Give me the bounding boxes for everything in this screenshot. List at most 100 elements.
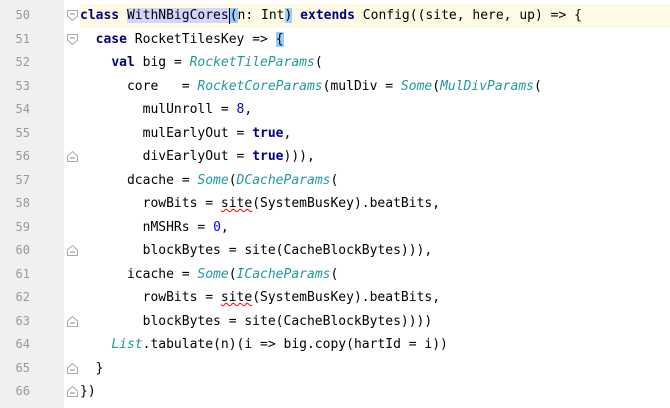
code-token: { (275, 31, 284, 47)
line-number: 63 (15, 313, 30, 328)
code-token: extends (300, 8, 363, 23)
code-area[interactable]: class WithNBigCores(n: Int) extends Conf… (80, 0, 670, 408)
code-line[interactable]: blockBytes = site(CacheBlockBytes))), (80, 239, 670, 263)
fold-close-icon[interactable] (67, 245, 78, 256)
code-token: mulEarlyOut = (80, 125, 253, 141)
code-token: } (80, 360, 104, 376)
text-caret (228, 7, 230, 24)
code-token: case (95, 31, 135, 47)
code-token: List (111, 337, 143, 352)
code-token: 0 (213, 219, 221, 235)
code-token: ( (330, 266, 339, 282)
line-number: 57 (15, 172, 30, 187)
code-token: DCacheParams (236, 172, 331, 188)
code-token: RocketTilesKey => (134, 31, 276, 47)
code-token: (SystemBusKey).beatBits, (252, 290, 441, 305)
code-token: RocketCoreParams (197, 78, 323, 94)
code-token (80, 32, 96, 47)
code-token: ) (284, 8, 293, 23)
fold-open-icon[interactable] (67, 33, 78, 45)
code-token: ( (533, 78, 542, 94)
line-number: 58 (15, 196, 30, 210)
code-line[interactable]: nMSHRs = 0, (80, 216, 670, 240)
line-number-gutter (0, 0, 64, 408)
code-token: ))), (283, 149, 315, 164)
code-line[interactable]: divEarlyOut = true))), (80, 145, 670, 169)
code-token: , (244, 102, 253, 117)
line-number: 65 (15, 360, 30, 375)
fold-gutter (64, 0, 80, 408)
code-token: divEarlyOut = (80, 149, 253, 164)
code-line[interactable]: List.tabulate(n)(i => big.copy(hartId = … (80, 333, 670, 357)
code-token: (mulDiv = (322, 78, 401, 94)
code-line[interactable]: core = RocketCoreParams(mulDiv = Some(Mu… (80, 75, 670, 99)
code-line[interactable]: rowBits = site(SystemBusKey).beatBits, (80, 192, 670, 216)
code-line[interactable]: class WithNBigCores(n: Int) extends Conf… (80, 4, 670, 28)
line-number: 66 (15, 384, 30, 398)
code-token: ( (330, 172, 339, 188)
fold-close-icon[interactable] (67, 386, 78, 397)
code-token: rowBits = (80, 290, 221, 305)
code-token (292, 8, 300, 23)
code-line[interactable]: val big = RocketTileParams( (80, 51, 670, 75)
fold-close-icon[interactable] (67, 315, 78, 327)
line-number: 59 (15, 219, 30, 234)
code-token: Config((site, here, up) => { (362, 8, 582, 23)
line-number: 62 (15, 290, 30, 304)
code-token: ( (229, 8, 238, 23)
line-number: 60 (15, 243, 30, 257)
line-number: 64 (15, 337, 30, 351)
code-token: ( (432, 78, 441, 94)
fold-close-icon[interactable] (67, 151, 78, 162)
code-token: blockBytes = site(CacheBlockBytes)))) (80, 313, 433, 329)
code-token: Some (197, 266, 229, 282)
code-token: blockBytes = site(CacheBlockBytes))), (80, 243, 433, 258)
code-token: n: Int (237, 8, 285, 23)
fold-open-icon[interactable] (67, 10, 78, 21)
code-line[interactable]: icache = Some(ICacheParams( (80, 263, 670, 287)
code-line[interactable]: mulUnroll = 8, (80, 98, 670, 122)
code-token: mulUnroll = (80, 102, 237, 117)
code-token: val (111, 55, 143, 70)
code-token: icache = (80, 266, 198, 282)
line-number: 52 (15, 55, 30, 69)
code-token: , (283, 125, 292, 141)
line-number: 61 (15, 266, 30, 281)
line-number: 50 (15, 8, 30, 22)
code-token: WithNBigCores (126, 8, 229, 23)
code-line[interactable]: dcache = Some(DCacheParams( (80, 169, 670, 193)
code-token: true (252, 149, 284, 164)
code-token: .tabulate(n)(i => big.copy(hartId = i)) (142, 337, 448, 352)
line-number: 54 (15, 102, 30, 116)
code-token: dcache = (80, 172, 198, 188)
code-token: class (80, 8, 127, 23)
code-token: site (220, 196, 253, 211)
fold-close-icon[interactable] (67, 362, 78, 374)
code-line[interactable]: case RocketTilesKey => { (80, 28, 670, 52)
code-line[interactable]: }) (80, 380, 670, 404)
code-line[interactable]: } (80, 357, 670, 381)
code-token: (SystemBusKey).beatBits, (252, 196, 441, 211)
code-line[interactable]: mulEarlyOut = true, (80, 122, 670, 146)
code-token: , (220, 219, 229, 235)
code-token: ICacheParams (236, 266, 331, 282)
code-token: Some (400, 78, 433, 94)
code-token (80, 337, 111, 352)
code-line[interactable]: blockBytes = site(CacheBlockBytes)))) (80, 310, 670, 334)
code-token (80, 55, 111, 70)
code-token: }) (80, 384, 96, 399)
line-number: 55 (15, 125, 30, 140)
code-token: true (252, 125, 284, 141)
line-number: 51 (15, 31, 30, 46)
code-line[interactable]: rowBits = site(SystemBusKey).beatBits, (80, 286, 670, 310)
code-token: 8 (236, 102, 245, 117)
code-token: ( (228, 266, 237, 282)
code-token: RocketTileParams (189, 55, 315, 70)
code-token: site (220, 290, 253, 305)
code-token: ( (314, 55, 323, 70)
code-token: nMSHRs = (80, 219, 214, 235)
code-token: MulDivParams (440, 78, 534, 94)
code-token: ( (228, 172, 237, 188)
code-token: big = (142, 55, 190, 70)
